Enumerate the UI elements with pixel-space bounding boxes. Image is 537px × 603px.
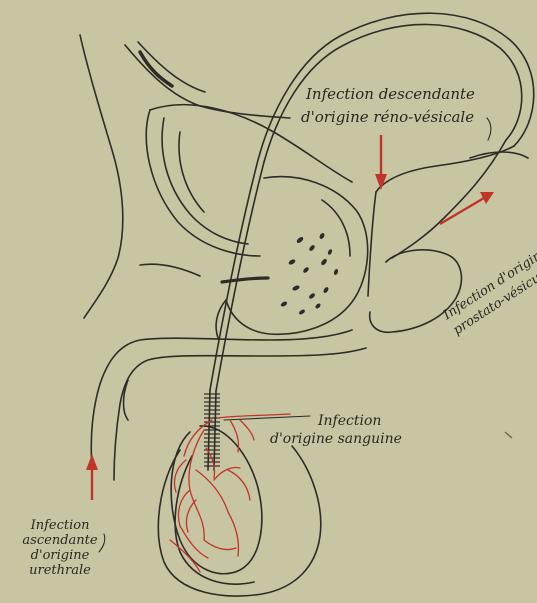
label-descendante-line1: Infection descendante — [306, 87, 475, 102]
label-sanguine-line2: d'origine sanguine — [270, 432, 402, 446]
bladder-wall-inner — [162, 118, 248, 244]
arrow-descendante — [375, 135, 387, 190]
testis-outline — [171, 426, 262, 574]
label-sanguine-line1: Infection — [318, 414, 381, 428]
epididymis-coil — [204, 394, 220, 466]
label-urethrale: Infection ascendante d'origine urethrale — [13, 518, 107, 578]
paper-speck — [505, 432, 512, 438]
label-urethrale-line4: urethrale — [13, 563, 107, 578]
label-urethrale-line1: Infection — [13, 518, 107, 533]
ejaculatory-dark — [222, 278, 268, 282]
body-wall-contour — [80, 35, 123, 318]
bladder-wall-outer — [146, 110, 260, 256]
ejaculatory-duct — [368, 192, 376, 296]
thigh-contour — [140, 264, 200, 276]
leader-descendante — [487, 118, 491, 140]
arrow-urethrale — [86, 454, 98, 500]
label-descendante-line2: d'origine réno-vésicale — [301, 110, 474, 125]
urethra-upper — [91, 330, 352, 470]
bladder-fold — [179, 132, 204, 212]
prostate-cells — [281, 233, 338, 315]
label-urethrale-line3: d'origine — [13, 548, 107, 563]
prostate-inner — [322, 200, 350, 256]
rectal-fold-dark — [140, 52, 172, 86]
label-urethrale-line2: ascendante — [13, 533, 107, 548]
